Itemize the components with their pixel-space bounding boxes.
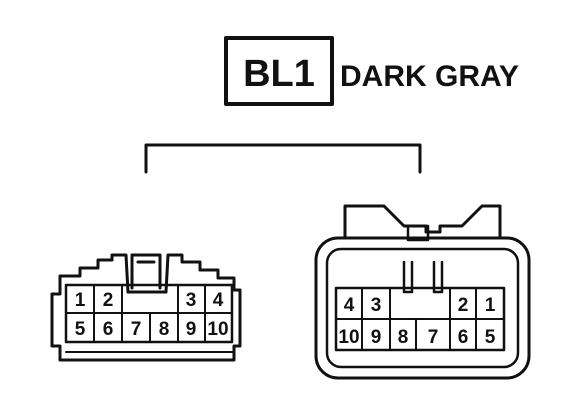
right-connector-keyway xyxy=(402,260,444,294)
right-connector-key xyxy=(406,224,430,242)
left-connector-latch xyxy=(130,253,162,290)
pin-label: 7 xyxy=(131,319,142,340)
left-connector-housing xyxy=(50,253,242,362)
pin-label: 4 xyxy=(344,295,355,316)
right-connector xyxy=(314,204,531,380)
connector-code-box xyxy=(224,36,334,106)
right-connector-inner-wall xyxy=(325,247,520,369)
right-connector-cells xyxy=(361,287,477,351)
pin-label: 3 xyxy=(371,295,382,316)
pin-label: 6 xyxy=(458,327,469,348)
pin-label: 3 xyxy=(186,290,197,311)
pin-label: 10 xyxy=(338,327,359,348)
pin-label: 9 xyxy=(371,327,382,348)
connector-code: BL1 xyxy=(243,53,315,95)
left-connector-cells xyxy=(93,284,206,343)
pin-label: 4 xyxy=(213,290,224,311)
pin-label: 8 xyxy=(159,319,170,340)
pin-label: 9 xyxy=(186,319,197,340)
connector-color: DARK GRAY xyxy=(340,60,519,93)
pin-label: 5 xyxy=(485,327,496,348)
pin-label: 2 xyxy=(103,290,114,311)
pin-label: 8 xyxy=(398,327,409,348)
left-connector-pins: 1 2 3 4 5 6 7 8 9 10 xyxy=(75,290,229,340)
pin-label: 1 xyxy=(75,290,86,311)
right-connector-hood xyxy=(343,204,502,240)
connector-bracket xyxy=(144,143,422,174)
pin-label: 1 xyxy=(485,295,496,316)
right-connector-pins: 4 3 2 1 10 9 8 7 6 5 xyxy=(338,295,495,348)
left-connector xyxy=(50,253,242,362)
pin-label: 6 xyxy=(103,319,114,340)
pin-label: 5 xyxy=(75,319,86,340)
pin-label: 2 xyxy=(458,295,469,316)
pin-label: 7 xyxy=(428,327,439,348)
pin-label: 10 xyxy=(207,319,228,340)
right-connector-housing xyxy=(314,236,531,380)
